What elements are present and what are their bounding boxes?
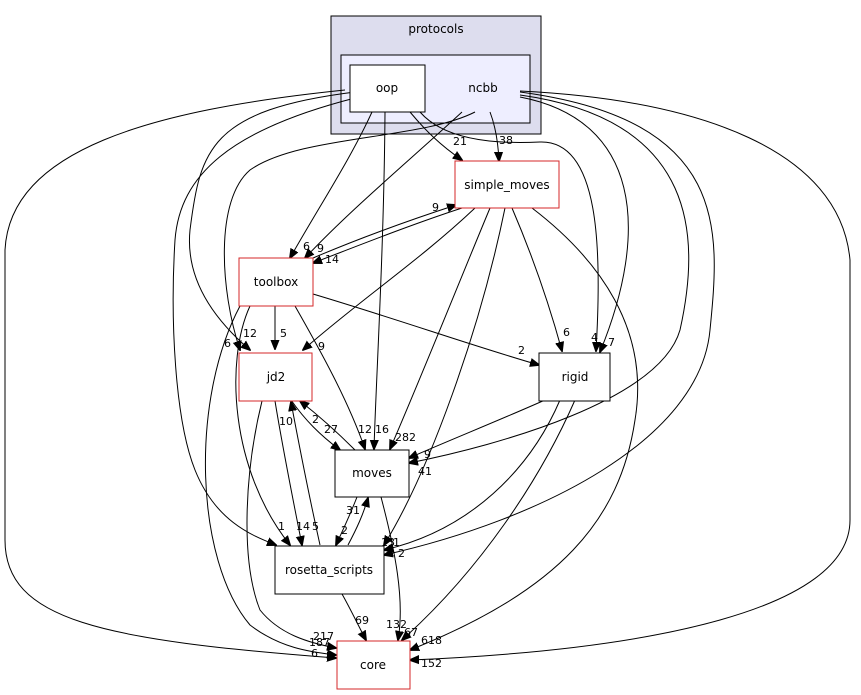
edge-simple-moves-rosetta-scripts: 13 [381,207,506,549]
edge-ncbb-moves: 41 [409,94,690,478]
edge-label: 9 [424,448,431,461]
edge-label: 27 [324,423,338,436]
edge-label: 12 [358,423,372,436]
edge-label: 2 [518,344,525,357]
edge-toolbox-jd2: 5 [275,306,287,349]
edge-label: 7 [608,336,615,349]
edge-label: 1 [278,520,285,533]
node-toolbox[interactable]: toolbox [238,257,314,307]
node-rigid-label: rigid [562,370,589,384]
edge-toolbox-core: 187 [204,305,336,655]
edge-rigid-core: 67 [402,399,576,640]
edge-label: 16 [375,423,389,436]
edge-label: 21 [453,135,467,148]
edge-toolbox-moves: 16 [294,305,389,449]
edge-label: 12 [243,327,257,340]
edge-jd2-core: 217 [246,400,336,648]
edge-toolbox-simple-moves: 9 [312,201,456,259]
edge-oop-jd2: 12 [188,91,356,350]
edge-label: 1 [393,536,400,549]
edge-simple-moves-toolbox: 14 [313,207,463,266]
edge-label: 14 [296,520,310,533]
edge-oop-rosetta-scripts: 1 [172,97,356,545]
edge-moves-rosetta-scripts: 2 [336,496,358,545]
edges: 38 21 6 9 14 9 5 [4,89,851,670]
edge-oop-simple-moves: 21 [409,111,467,160]
node-rigid[interactable]: rigid [538,352,611,402]
edge-label: 282 [395,431,416,444]
node-jd2-label: jd2 [266,370,286,384]
edge-simple-moves-moves: 282 [390,207,491,449]
edge-toolbox-rigid: 2 [312,293,539,365]
edge-ncbb-jd2: 6 [223,111,476,350]
edge-label: 4 [591,331,598,344]
node-ncbb[interactable]: ncbb [468,81,497,95]
edge-rosetta-scripts-jd2: 10 [279,402,321,546]
node-moves[interactable]: moves [334,449,410,498]
edge-label: 2 [398,547,405,560]
edge-label: 31 [346,504,360,517]
node-rosetta-scripts[interactable]: rosetta_scripts [274,545,385,595]
node-core[interactable]: core [336,640,411,690]
edge-oop-core: 6 [4,89,346,660]
cluster-protocols-label: protocols [408,22,463,36]
edge-toolbox-rosetta-scripts: 5 [235,305,319,545]
node-ncbb-label: ncbb [468,81,497,95]
node-moves-label: moves [352,466,392,480]
edge-label: 38 [499,134,513,147]
edge-label: 10 [279,415,293,428]
edge-rigid-rosetta-scripts: 1 [384,399,561,550]
edge-label: 5 [312,520,319,533]
edge-oop-rigid: 4 [419,111,598,351]
edge-label: 6 [563,326,570,339]
edge-jd2-rosetta-scripts: 14 [274,400,310,545]
edge-rigid-moves: 9 [409,399,546,461]
edge-oop-moves: 12 [358,111,386,449]
edge-moves-core: 132 [380,496,407,640]
node-simple-moves[interactable]: simple_moves [454,160,560,209]
edge-label: 2 [341,524,348,537]
edge-label: 618 [421,634,442,647]
edge-label: 5 [280,327,287,340]
node-oop[interactable]: oop [349,64,426,113]
edge-ncbb-core: 152 [410,90,851,670]
edge-label: 6 [303,240,310,253]
edge-label: 67 [404,626,418,639]
edge-label: 14 [325,253,339,266]
edge-simple-moves-core: 618 [410,207,639,650]
edge-label: 9 [318,340,325,353]
node-jd2[interactable]: jd2 [238,352,313,402]
edge-ncbb-rosetta-scripts: 2 [384,91,715,560]
node-toolbox-label: toolbox [254,275,298,289]
edge-oop-toolbox: 6 [290,111,373,258]
edge-rosetta-scripts-moves: 31 [346,498,368,546]
edge-simple-moves-jd2: 9 [303,207,476,353]
node-oop-label: oop [376,81,398,95]
edge-simple-moves-rigid: 6 [511,207,570,351]
edge-label: 152 [421,657,442,670]
edge-label: 2 [312,413,319,426]
edge-rosetta-scripts-core: 69 [341,593,369,640]
edge-moves-jd2: 2 [300,401,356,451]
edge-ncbb-rigid: 7 [519,96,629,352]
edge-label: 217 [313,630,334,643]
edge-label: 9 [317,242,324,255]
node-rosetta-scripts-label: rosetta_scripts [285,563,373,577]
node-simple-moves-label: simple_moves [464,178,549,192]
nodes: oop ncbb simple_moves toolbox jd2 rigid … [238,64,611,690]
edge-label: 187 [309,636,330,649]
edge-label: 132 [386,618,407,631]
edge-label: 9 [432,201,439,214]
node-core-label: core [360,658,386,672]
edge-label: 6 [224,337,231,350]
edge-ncbb-simple-moves: 38 [489,111,513,161]
edge-label: 41 [418,465,432,478]
edge-label: 69 [355,614,369,627]
edge-ncbb-toolbox: 9 [305,111,463,258]
edge-label: 6 [311,647,318,660]
